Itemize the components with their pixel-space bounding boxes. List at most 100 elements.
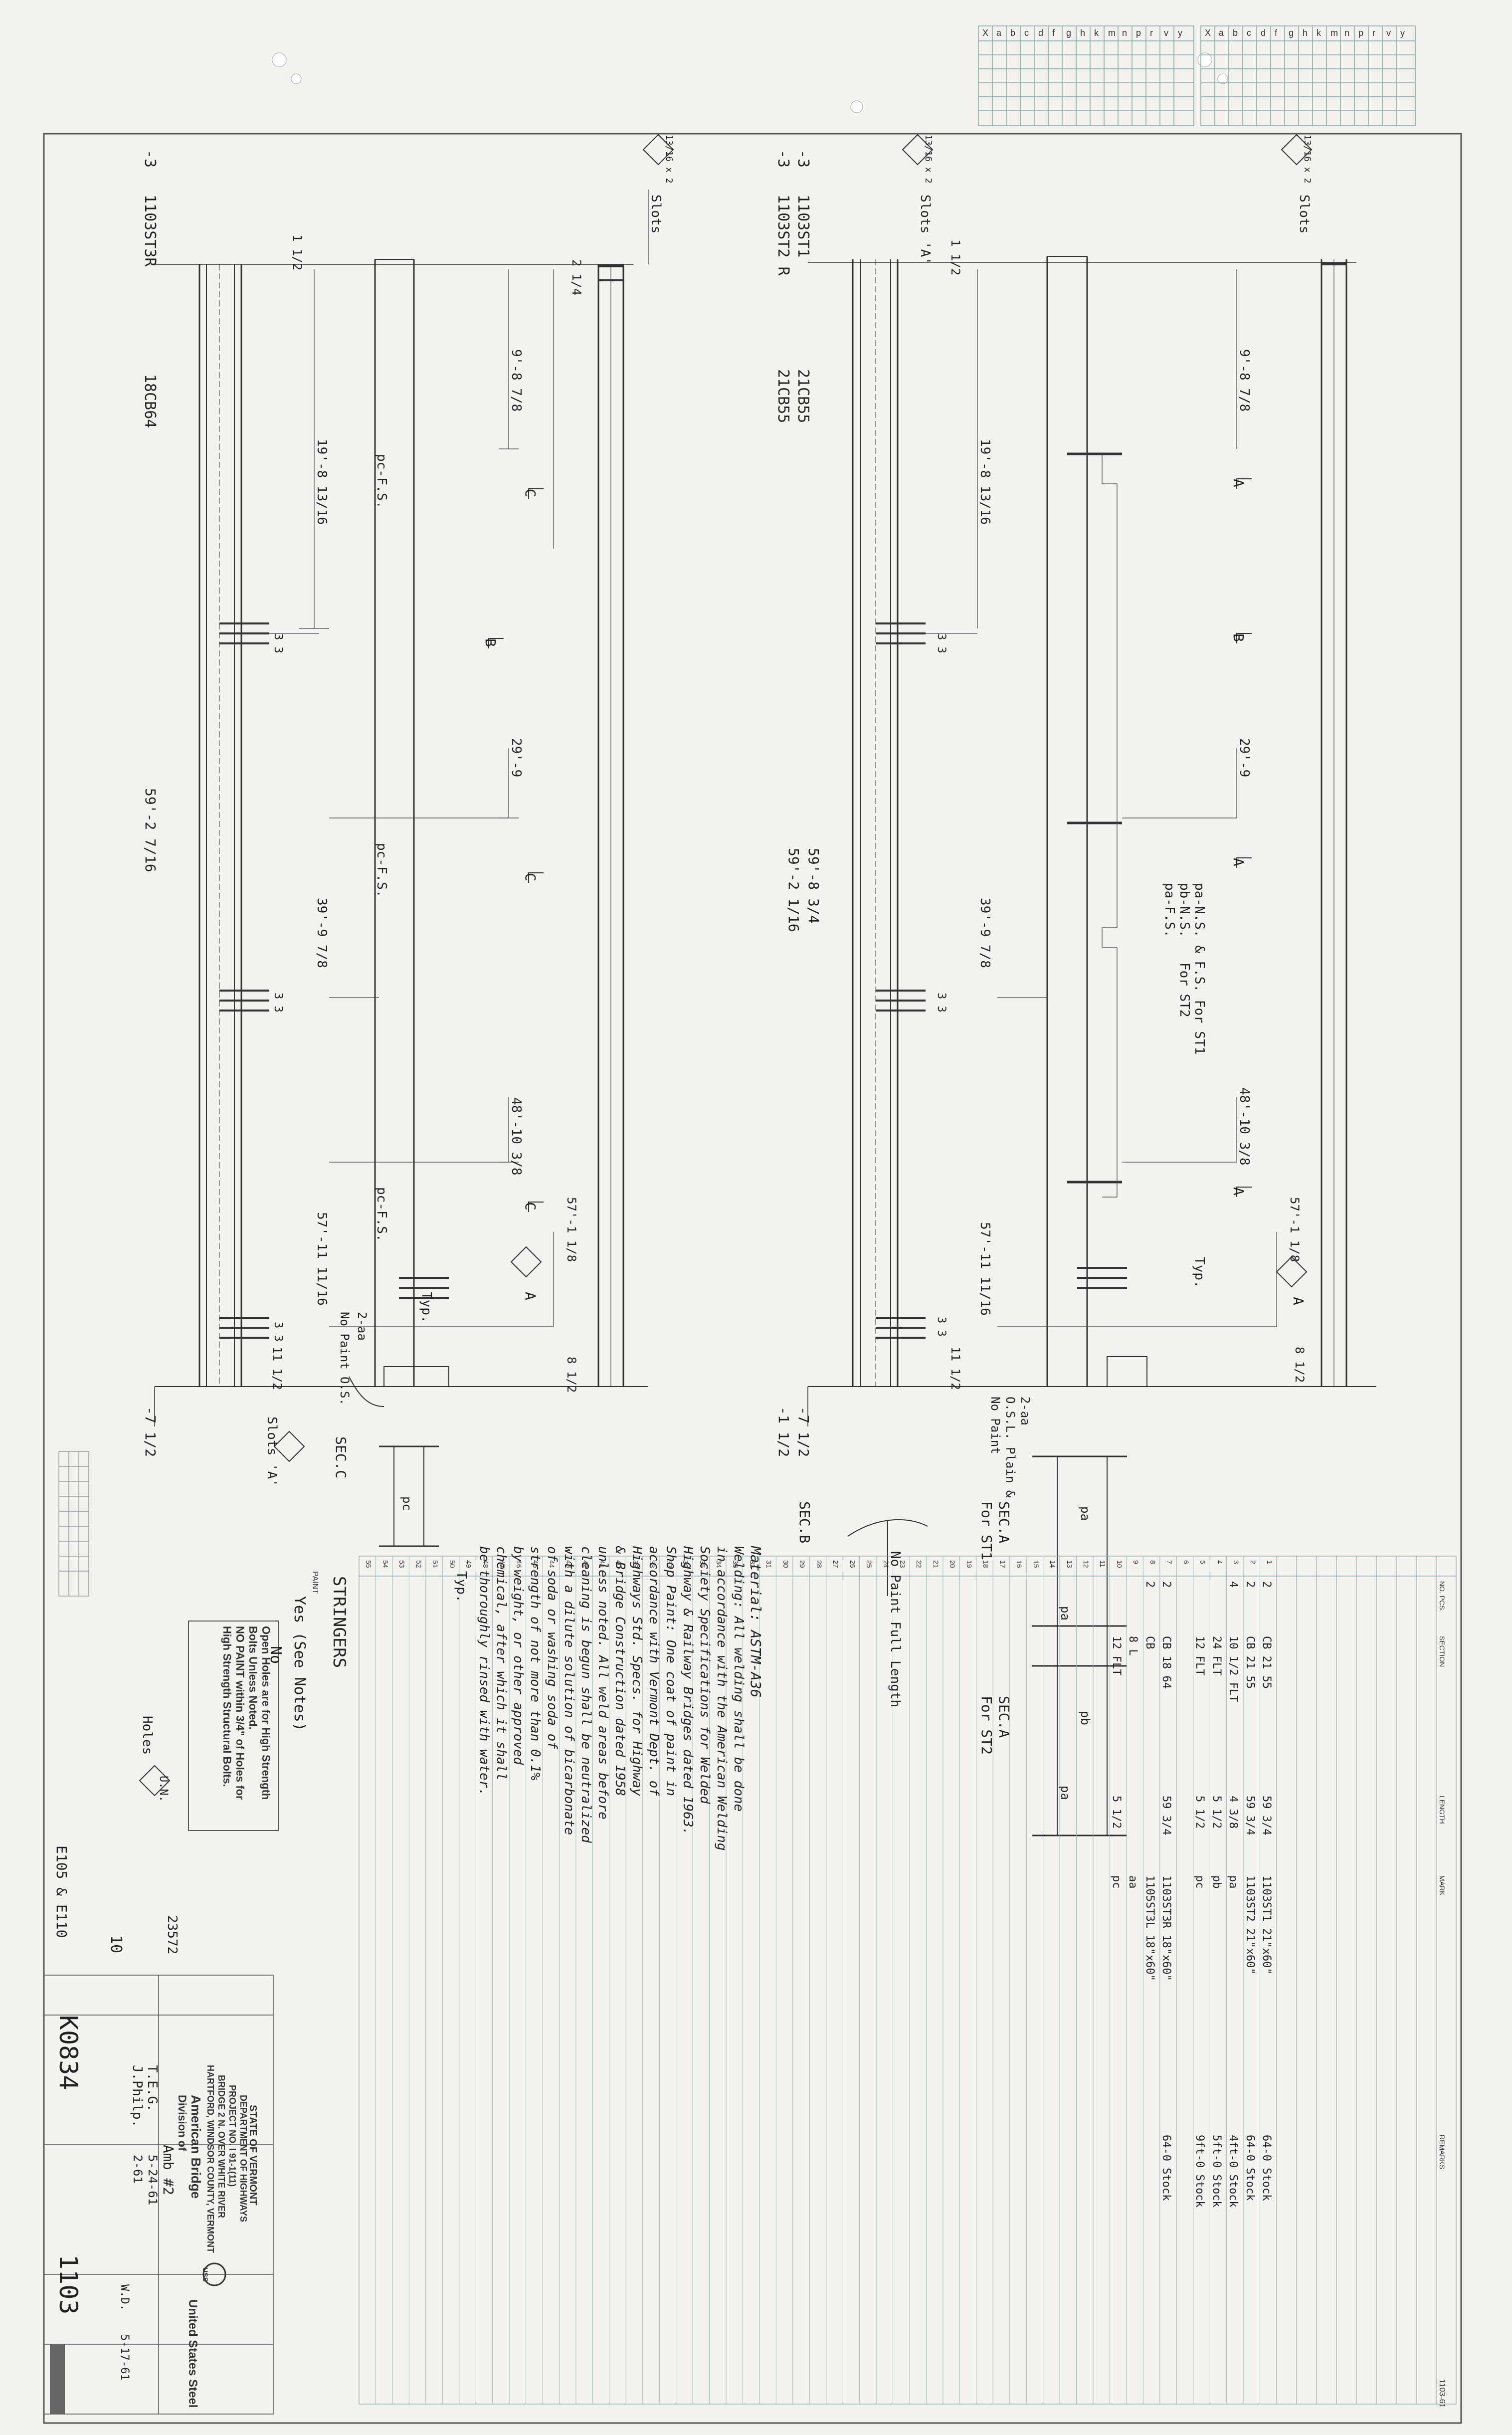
- bom-cell: 5ft-0 Stock: [1210, 2135, 1223, 2208]
- bom-cell: pc: [1193, 1875, 1206, 1889]
- notes-line: chemical, after which it shall: [494, 1546, 509, 1781]
- label-pc-fs-3: pc-F.S.: [374, 1187, 389, 1242]
- bom-cell: CB 21 55: [1260, 1636, 1273, 1689]
- bom-row-number: 26: [848, 1560, 857, 1568]
- dim-a9: 11 1/2: [948, 1347, 962, 1390]
- dim-2: 19'-8 13/16: [314, 439, 329, 525]
- bom-row-number: 45: [532, 1560, 540, 1568]
- dim-a5: 48'-10 3/8: [1237, 1087, 1252, 1166]
- label-no-paint-full: No Paint Full Length: [888, 1551, 903, 1708]
- title-checked-date: 2-61: [131, 2155, 145, 2184]
- bom-cell: 5 1/2: [1193, 1796, 1206, 1829]
- bom-header: REMARKS: [1438, 2135, 1446, 2170]
- section-views: [349, 1356, 1147, 1836]
- bom-header: SECTION: [1438, 1636, 1446, 1667]
- slot-diamonds: [139, 134, 1313, 1797]
- bom-cell: 1103ST3R 18"x60": [1160, 1875, 1173, 1981]
- bom-row-number: 6: [1182, 1560, 1190, 1564]
- label-for-st2: For ST2: [1177, 963, 1192, 1017]
- title-project: PROJECT NO. I 91-1(11): [227, 2085, 237, 2187]
- grid-letter: r: [1150, 28, 1153, 38]
- dim-5: 48'-10 3/8: [509, 1097, 524, 1176]
- bom-cell: 24 FLT: [1210, 1636, 1223, 1676]
- dim-12c: 3 3: [272, 1322, 284, 1342]
- label-sec-a1: SEC.A: [996, 1501, 1012, 1544]
- title-sheet-no: 1103: [54, 2254, 83, 2315]
- title-checked-by: J.Philp.: [130, 2065, 145, 2128]
- bom-grid-lines: [375, 1556, 1261, 2404]
- uss-logo-icon: [202, 2262, 226, 2286]
- dim-a4: 39'-9 7/8: [977, 898, 992, 968]
- title-location: HARTFORD, WINDSOR COUNTY, VERMONT: [205, 2065, 215, 2253]
- paint-label: PAINT: [311, 1571, 319, 1594]
- bom-cell: 2: [1260, 1581, 1273, 1588]
- label-pa-ns: pa-N.S. & F.S. For ST1: [1192, 883, 1207, 1055]
- label-pa-fs: pa-F.S.: [1162, 883, 1177, 938]
- dim-10: 1 1/2: [290, 234, 304, 271]
- bom-row-number: 21: [932, 1560, 940, 1568]
- grid-letter: b: [1233, 28, 1238, 38]
- bom-row-number: 29: [798, 1560, 807, 1568]
- label-no-paint-os: No Paint O.S.: [338, 1312, 352, 1406]
- label-typ-1: Typ.: [1192, 1257, 1207, 1288]
- st1-elevation: [807, 256, 1376, 1426]
- bolt-note-box: [188, 1621, 279, 1831]
- dim-1: 9'-8 7/8: [509, 349, 524, 412]
- top-grid-right: [1200, 25, 1416, 126]
- marker-a-3: A: [1230, 858, 1247, 866]
- bom-cell: 1103ST1 21"x60": [1260, 1875, 1273, 1975]
- grid-letter: h: [1303, 28, 1308, 38]
- dim-9: 11 1/2: [270, 1347, 284, 1390]
- bom-row-number: 38: [648, 1560, 657, 1568]
- bom-cell: 2: [1143, 1581, 1156, 1588]
- bolt-note-3: NO PAINT within 3/4" of Holes for: [234, 1626, 246, 1800]
- label-pc-fs-1: pc-F.S.: [374, 454, 389, 509]
- bom-cell: 9ft-0 Stock: [1193, 2135, 1206, 2208]
- bom-row-number: 32: [748, 1560, 756, 1568]
- title-company: American Bridge: [189, 2095, 203, 2199]
- bom-cell: 64-0 Stock: [1260, 2135, 1273, 2201]
- bom-cell: pc: [1110, 1875, 1123, 1889]
- bom-row-number: 33: [732, 1560, 740, 1568]
- bom-row-number: 53: [398, 1560, 406, 1568]
- grid-letter: m: [1108, 28, 1116, 38]
- bom-row-number: 41: [598, 1560, 606, 1568]
- dim-a8: 8 1/2: [1293, 1347, 1307, 1383]
- punch-hole: [1217, 73, 1228, 84]
- bom-row-number: 49: [465, 1560, 473, 1568]
- label-pa-2: pa: [1058, 1606, 1072, 1621]
- marker-a-2: A: [1230, 479, 1247, 487]
- dim-a12b: 3 3: [935, 993, 947, 1013]
- title-drawn-date: 5-24-61: [146, 2155, 160, 2206]
- title-order-no: K0834: [54, 2015, 83, 2090]
- grid-letter: y: [1178, 28, 1182, 38]
- marker-c-2: C: [522, 873, 539, 881]
- top-grid-left: [978, 25, 1194, 126]
- label-pa-1: pa: [1078, 1506, 1092, 1521]
- label-slots-r: Slots: [1297, 195, 1312, 234]
- label-aa-r: 2-aa: [1018, 1397, 1032, 1425]
- dim-a3: 29'-9: [1237, 738, 1252, 778]
- grid-letter: d: [1261, 28, 1266, 38]
- dim-7: 57'-1 1/8: [565, 1197, 578, 1262]
- dim-11: 2 1/4: [569, 259, 583, 296]
- notes-line: Highway & Railway Bridges dated 1963.: [680, 1546, 695, 1835]
- label-slot-size-3: 13/16 x 2: [1302, 135, 1313, 184]
- marker-c-3: C: [522, 1202, 539, 1211]
- bom-row-number: 22: [915, 1560, 924, 1568]
- label-pa-3: pa: [1058, 1786, 1072, 1800]
- bom-row-number: 27: [832, 1560, 840, 1568]
- dim-a1: 9'-8 7/8: [1237, 349, 1252, 412]
- st3r-length: 59'-2 7/16: [142, 788, 159, 872]
- title-quantity: 10: [107, 1935, 125, 1954]
- label-no-paint: No Paint: [988, 1397, 1002, 1454]
- grid-letter: y: [1400, 28, 1405, 38]
- label-pb-ns: pb-N.S.: [1177, 883, 1192, 938]
- bom-cell: 5 1/2: [1110, 1796, 1123, 1829]
- marker-b-2: B: [1230, 633, 1247, 642]
- bom-row-number: 46: [515, 1560, 523, 1568]
- bom-cell: 12 FLT: [1110, 1636, 1123, 1676]
- section-markers: [488, 478, 1252, 1212]
- grid-letter: a: [996, 28, 1002, 38]
